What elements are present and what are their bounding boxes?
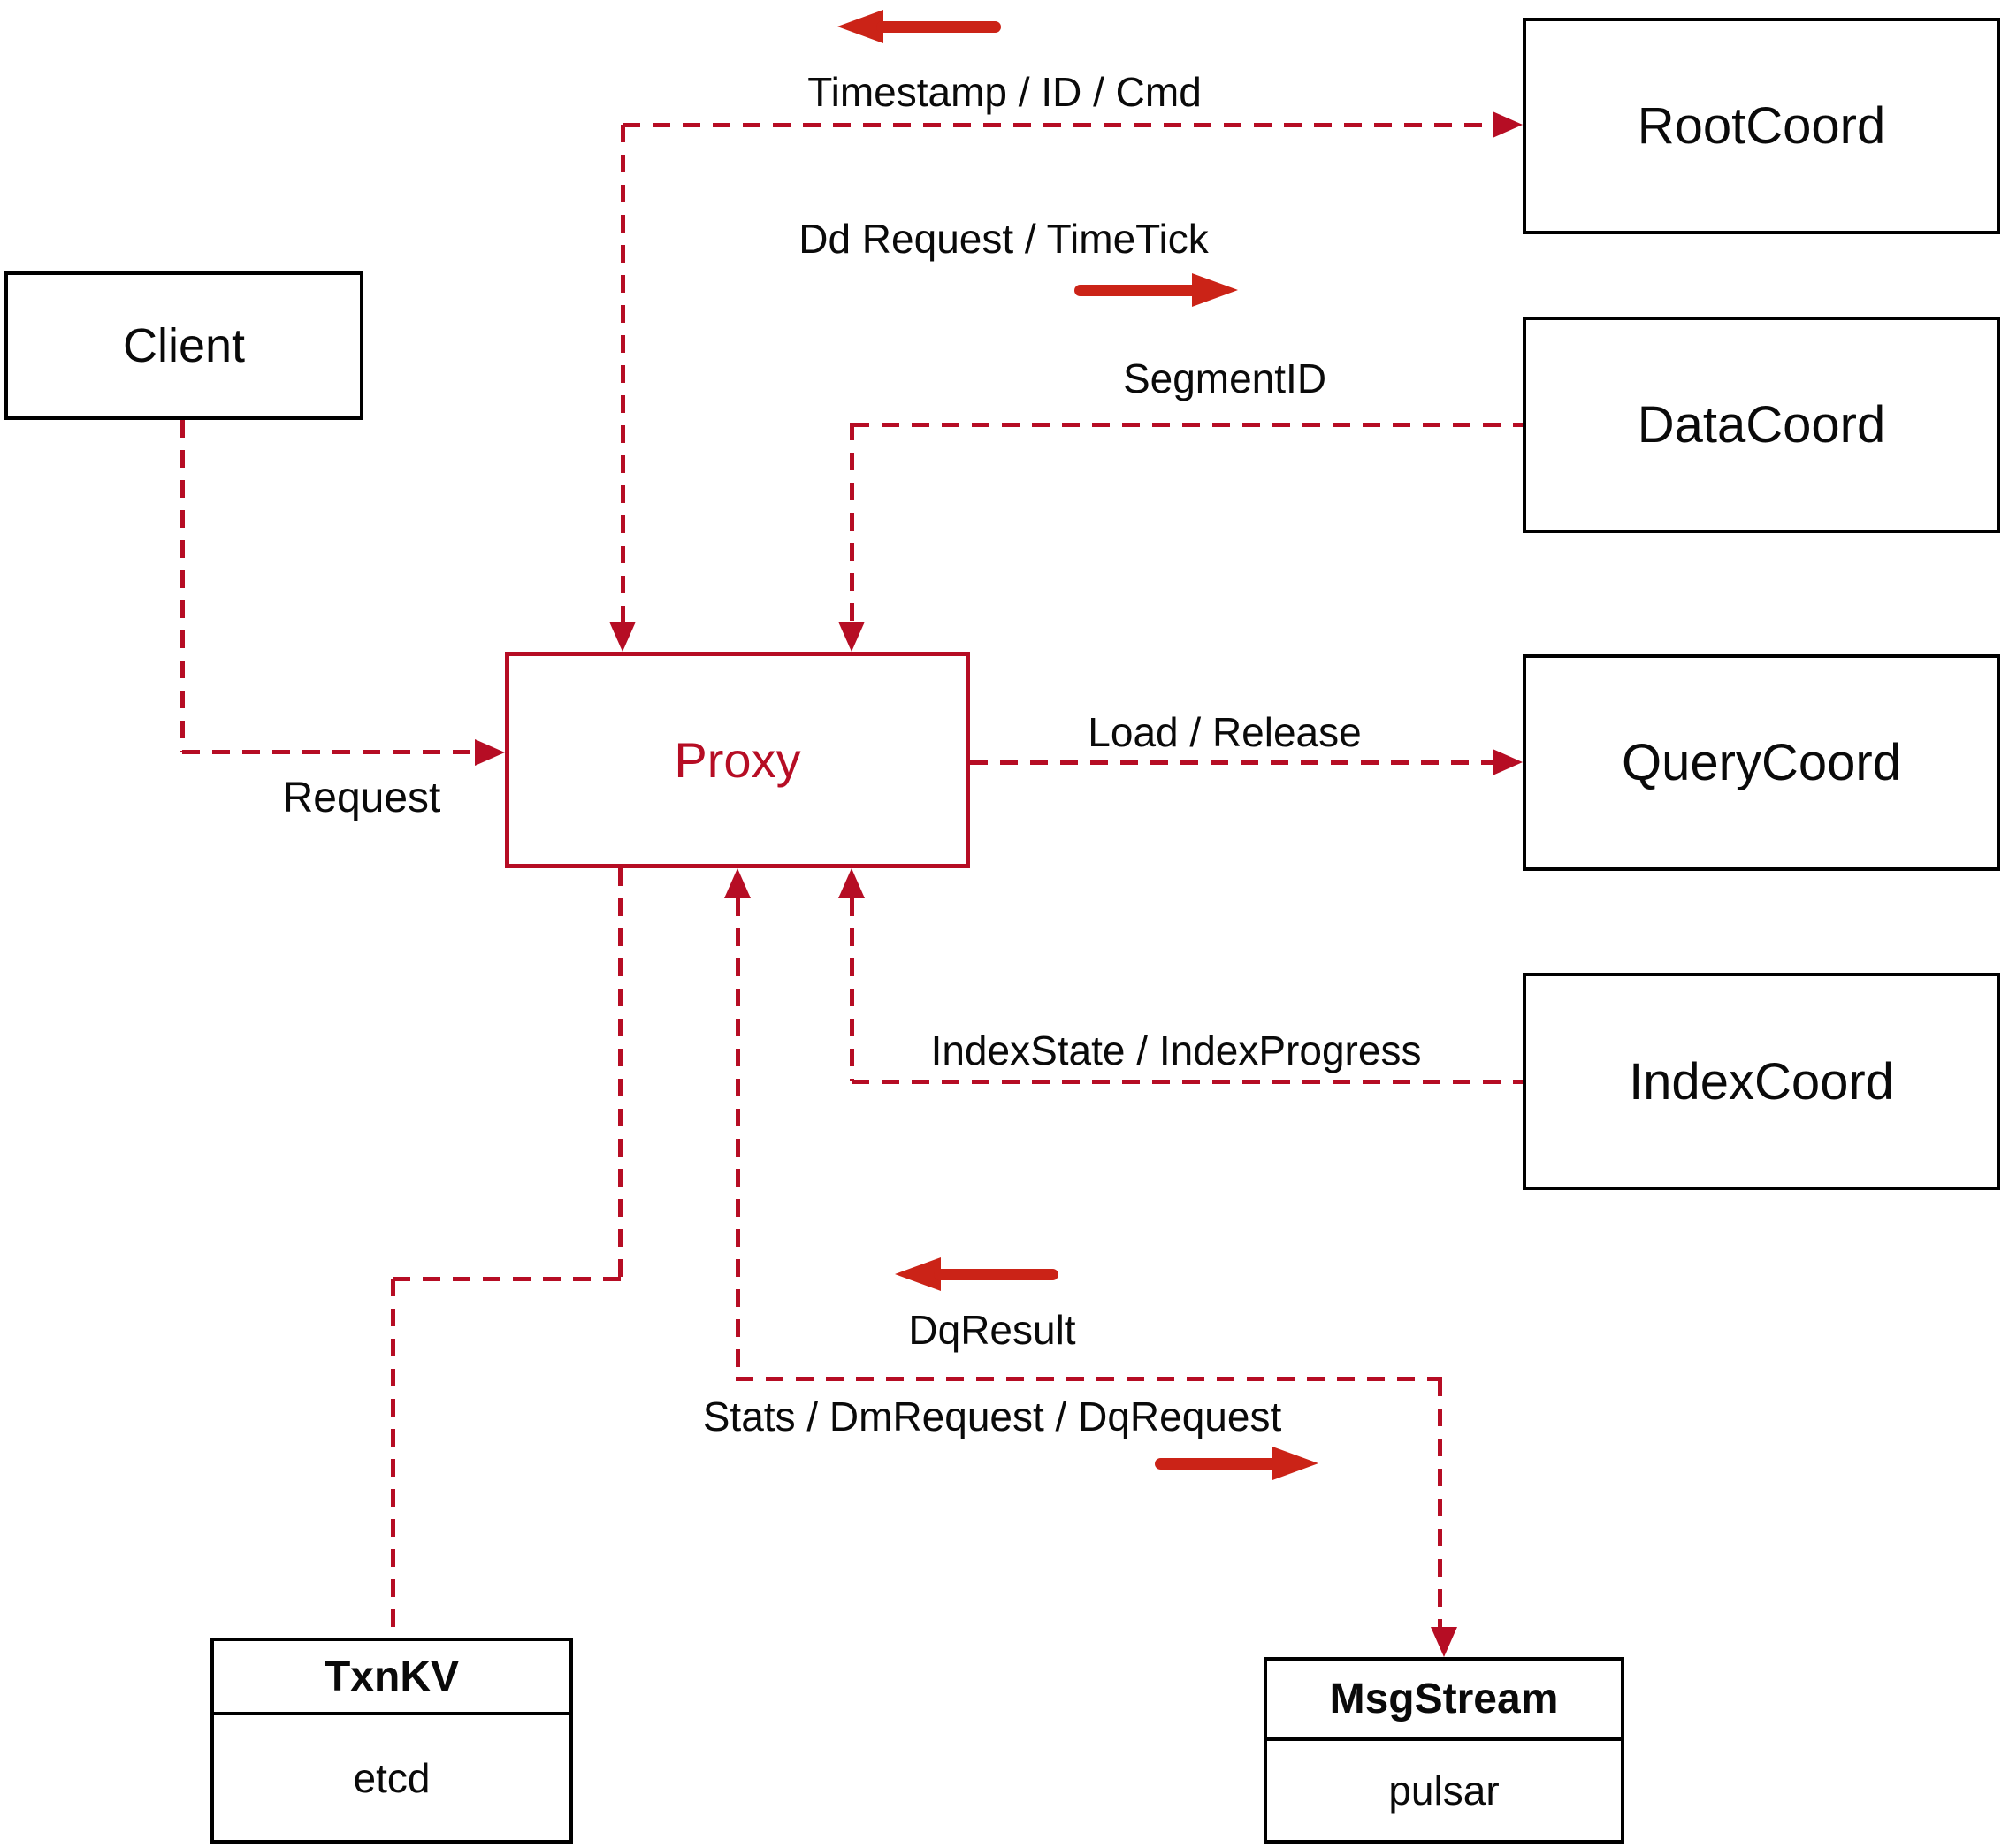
node-datacoord: DataCoord	[1523, 317, 2000, 533]
node-proxy: Proxy	[505, 652, 970, 868]
node-querycoord: QueryCoord	[1523, 654, 2000, 871]
arrowhead-into-proxy-left-icon	[475, 739, 505, 766]
arrowhead-into-proxy-top-1-icon	[609, 622, 636, 652]
arrowhead-into-proxy-bottom-2-icon	[838, 868, 865, 898]
node-txnkv-impl: etcd	[353, 1754, 431, 1801]
arrow-shaft	[876, 20, 1001, 33]
arrow-shaft	[934, 1268, 1058, 1280]
edge-proxy-querycoord-horizontal	[970, 760, 1494, 765]
node-rootcoord: RootCoord	[1523, 18, 2000, 234]
edge-indexcoord-proxy-vertical	[850, 898, 854, 1081]
edge-label-indexstate-indexprogress: IndexState / IndexProgress	[930, 1027, 1422, 1073]
arrowhead-into-msgstream-icon	[1431, 1627, 1457, 1657]
edge-proxy-rootcoord-horizontal	[623, 123, 1494, 127]
node-proxy-label: Proxy	[674, 732, 801, 788]
arrow-head-icon	[837, 10, 883, 43]
direction-arrow-left-dqresult-icon	[895, 1257, 1058, 1291]
edge-proxy-msgstream-horizontal	[736, 1377, 1442, 1381]
edge-proxy-txnkv-vertical-upper	[618, 868, 623, 1279]
edge-proxy-txnkv-vertical-lower	[391, 1279, 395, 1638]
node-client: Client	[4, 271, 363, 420]
node-indexcoord-label: IndexCoord	[1629, 1052, 1894, 1111]
node-txnkv: TxnKV etcd	[210, 1638, 573, 1844]
edge-label-request: Request	[282, 775, 441, 821]
edge-label-stats-dmrequest-dqrequest: Stats / DmRequest / DqRequest	[702, 1394, 1282, 1439]
node-msgstream: MsgStream pulsar	[1264, 1657, 1624, 1844]
node-rootcoord-label: RootCoord	[1637, 97, 1886, 155]
arrowhead-into-proxy-top-2-icon	[838, 622, 865, 652]
node-msgstream-title: MsgStream	[1267, 1661, 1621, 1741]
arrowhead-into-querycoord-icon	[1493, 749, 1523, 775]
arrowhead-into-rootcoord-icon	[1493, 111, 1523, 138]
node-querycoord-label: QueryCoord	[1622, 734, 1901, 791]
node-indexcoord: IndexCoord	[1523, 973, 2000, 1190]
edge-indexcoord-proxy-horizontal	[852, 1080, 1523, 1084]
direction-arrow-left-timestamp-icon	[837, 10, 1001, 43]
edge-proxy-txnkv-horizontal	[393, 1277, 623, 1281]
edge-proxy-msgstream-vertical-upper	[736, 898, 740, 1378]
edge-label-timestamp-id-cmd: Timestamp / ID / Cmd	[807, 69, 1202, 115]
node-txnkv-title: TxnKV	[214, 1641, 569, 1715]
node-datacoord-label: DataCoord	[1637, 396, 1886, 454]
edge-label-load-release: Load / Release	[1088, 709, 1362, 755]
node-client-label: Client	[122, 319, 246, 372]
arrow-shaft	[1155, 1457, 1279, 1470]
arrow-head-icon	[1272, 1447, 1318, 1480]
arrow-head-icon	[895, 1257, 941, 1291]
direction-arrow-right-ddrequest-icon	[1074, 273, 1238, 307]
edge-client-proxy-vertical	[180, 420, 185, 752]
node-msgstream-impl: pulsar	[1388, 1768, 1500, 1814]
edge-label-dqresult: DqResult	[908, 1307, 1076, 1353]
edge-datacoord-proxy-horizontal	[852, 423, 1523, 427]
edge-client-proxy-horizontal	[182, 750, 475, 754]
edge-proxy-rootcoord-vertical	[621, 125, 625, 622]
edge-datacoord-proxy-vertical	[850, 423, 854, 622]
edge-label-dd-request-timetick: Dd Request / TimeTick	[798, 216, 1209, 262]
edge-label-segmentid: SegmentID	[1122, 355, 1327, 401]
arrow-shaft	[1074, 284, 1199, 296]
arrow-head-icon	[1192, 273, 1238, 307]
direction-arrow-right-stats-icon	[1155, 1447, 1318, 1480]
edge-proxy-msgstream-vertical-lower	[1438, 1378, 1442, 1627]
arrowhead-into-proxy-bottom-1-icon	[724, 868, 751, 898]
